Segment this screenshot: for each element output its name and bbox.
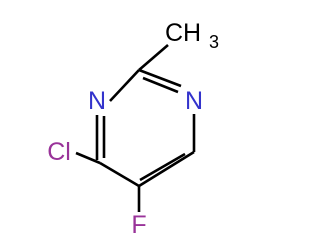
bond-c4-c5-double	[139, 152, 186, 182]
bond-c5-c6	[99, 161, 140, 188]
bond-n1-c2	[109, 69, 140, 102]
atom-cl-label: Cl	[47, 138, 71, 166]
bond-c4-c5	[138, 150, 195, 188]
bond-c6-cl	[75, 151, 101, 165]
bond-c2-methyl	[138, 44, 169, 71]
bond-c2-n3-double	[142, 76, 179, 94]
molecule-diagram: N N Cl F CH 3	[47, 19, 219, 239]
atom-f-label: F	[131, 211, 146, 239]
atom-n1-label: N	[88, 87, 106, 115]
methyl-main-label: CH	[165, 19, 201, 47]
methyl-subscript-label: 3	[209, 32, 219, 52]
atom-n3-label: N	[185, 87, 203, 115]
bond-c2-n3	[138, 68, 182, 88]
